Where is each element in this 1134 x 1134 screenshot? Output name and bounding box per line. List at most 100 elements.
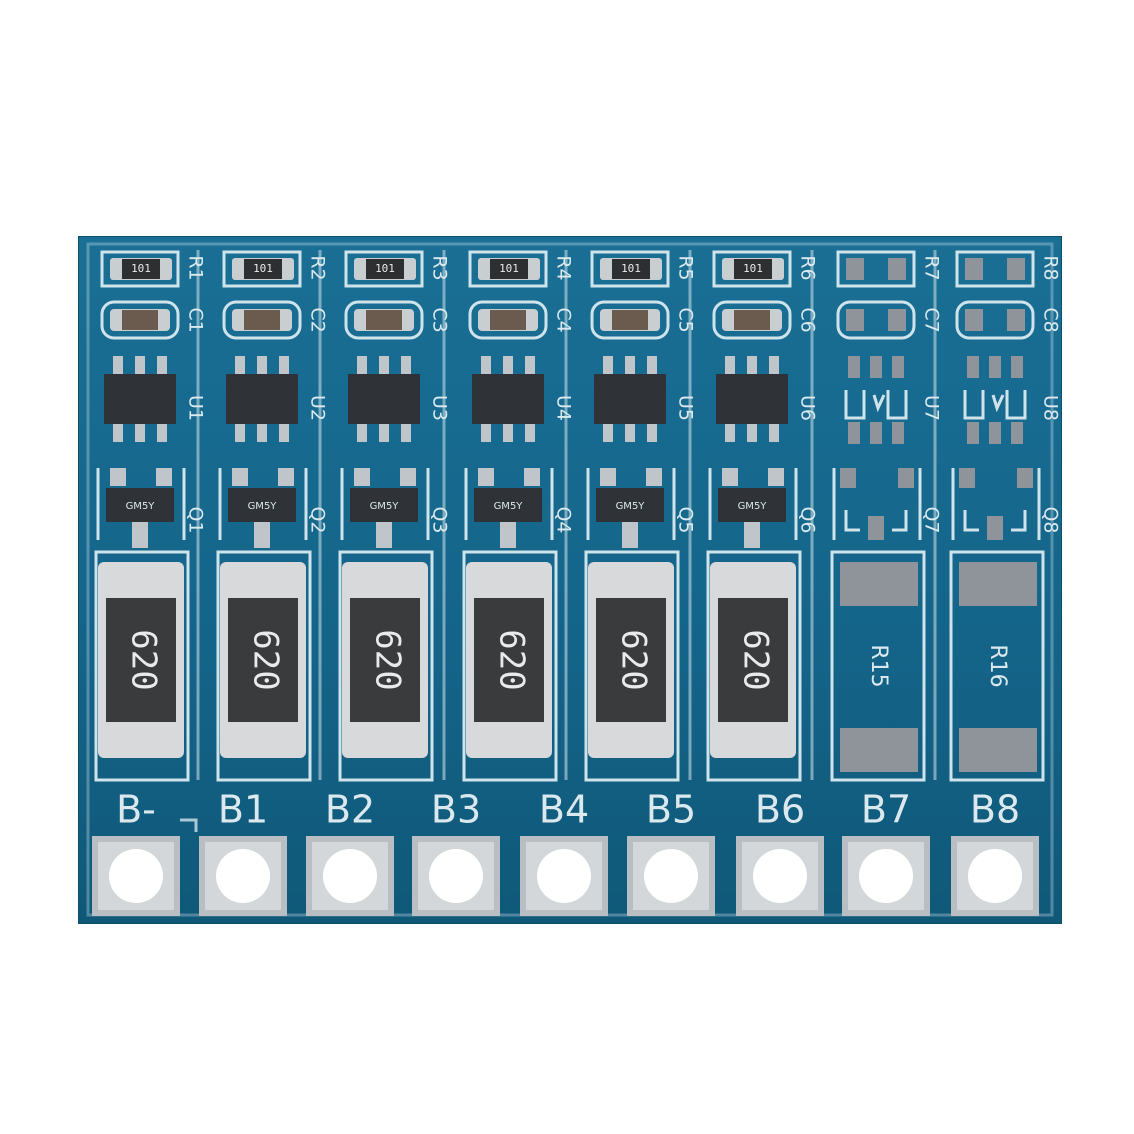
transistor-outline [96, 468, 186, 540]
ic-pin [603, 420, 613, 442]
ic-pin [279, 420, 289, 442]
ic-label: U2 [307, 395, 329, 421]
transistor-label: Q7 [921, 506, 943, 533]
transistor-marking: GM5Y [494, 501, 524, 512]
ic-pin [481, 420, 491, 442]
terminal-hole [429, 849, 483, 903]
transistor-label: Q1 [185, 506, 207, 533]
empty-pad [965, 258, 983, 280]
transistor-pin [376, 522, 392, 548]
empty-pad [1011, 422, 1023, 444]
transistor-marking: GM5Y [616, 501, 646, 512]
ground-trace [180, 818, 198, 832]
ic-pin [647, 356, 657, 378]
board-edge-outline [86, 242, 1054, 917]
ic-pin [525, 356, 535, 378]
power-resistor-outline [706, 550, 802, 782]
power-resistor-code: 620 [368, 629, 408, 690]
capacitor-label: C1 [185, 307, 207, 332]
transistor-body [106, 488, 174, 522]
empty-pad [959, 562, 1037, 606]
empty-resistor-label: R16 [985, 644, 1010, 687]
transistor-outline [218, 468, 308, 540]
empty-pad [1017, 468, 1033, 488]
resistor-code: 101 [743, 262, 763, 275]
resistor-label: R4 [553, 255, 575, 280]
power-resistor-core [106, 598, 176, 722]
capacitor-label: C5 [675, 307, 697, 332]
empty-pad [989, 422, 1001, 444]
ic-pin [769, 420, 779, 442]
capacitor-label: C3 [429, 307, 451, 332]
transistor-pin [722, 468, 738, 486]
resistor-code: 101 [253, 262, 273, 275]
terminal-hole [644, 849, 698, 903]
terminal-hole [109, 849, 163, 903]
empty-pad [846, 258, 864, 280]
transistor-label: Q3 [429, 506, 451, 533]
empty-pad [846, 309, 864, 331]
transistor-outline [832, 468, 922, 540]
ic-pin [379, 420, 389, 442]
ic-chip [348, 374, 420, 424]
capacitor-core [366, 310, 402, 330]
power-resistor-core [350, 598, 420, 722]
ic-chip [226, 374, 298, 424]
empty-pad [1007, 258, 1025, 280]
ic-label: U4 [553, 395, 575, 421]
resistor-outline [590, 250, 670, 288]
resistor-outline [955, 250, 1035, 288]
ic-pin [113, 356, 123, 378]
capacitor-label: C2 [307, 307, 329, 332]
transistor-marking: GM5Y [248, 501, 278, 512]
transistor-pin [744, 522, 760, 548]
resistor-code: 101 [375, 262, 395, 275]
ic-label: U8 [1040, 395, 1062, 421]
resistor-outline [468, 250, 548, 288]
transistor-pin [110, 468, 126, 486]
ic-pin [157, 356, 167, 378]
power-resistor-core [228, 598, 298, 722]
empty-pad [870, 422, 882, 444]
transistor-body [718, 488, 786, 522]
capacitor-core [122, 310, 158, 330]
ic-label: U6 [797, 395, 819, 421]
resistor-label: R6 [797, 255, 819, 280]
ic-pin [725, 420, 735, 442]
transistor-label: Q6 [797, 506, 819, 533]
terminal-label: B2 [325, 788, 375, 832]
transistor-pin [232, 468, 248, 486]
power-resistor-core [718, 598, 788, 722]
transistor-outline [951, 468, 1041, 540]
terminal-label: B3 [431, 788, 481, 832]
terminal-hole [537, 849, 591, 903]
capacitor-core [490, 310, 526, 330]
power-resistor-outline [462, 550, 558, 782]
ic-footprint-outline [963, 390, 1027, 420]
resistor-label: R2 [307, 255, 329, 280]
resistor-core [366, 259, 404, 279]
resistor-code: 101 [131, 262, 151, 275]
terminal-hole [968, 849, 1022, 903]
empty-pad [888, 258, 906, 280]
transistor-marking: GM5Y [370, 501, 400, 512]
transistor-pin [400, 468, 416, 486]
transistor-label: Q2 [307, 506, 329, 533]
resistor-outline [836, 250, 916, 288]
power-resistor-code: 620 [246, 629, 286, 690]
transistor-pin [646, 468, 662, 486]
ic-chip [104, 374, 176, 424]
ic-pin [357, 420, 367, 442]
resistor-core [122, 259, 160, 279]
transistor-outline [586, 468, 676, 540]
resistor-label: R8 [1040, 255, 1062, 280]
capacitor-outline [100, 300, 180, 340]
power-resistor-outline [949, 550, 1045, 782]
ic-pin [135, 356, 145, 378]
capacitor-outline [955, 300, 1035, 340]
capacitor-outline [836, 300, 916, 340]
empty-pad [965, 309, 983, 331]
transistor-body [596, 488, 664, 522]
terminal-label: B5 [646, 788, 696, 832]
ic-pin [625, 420, 635, 442]
